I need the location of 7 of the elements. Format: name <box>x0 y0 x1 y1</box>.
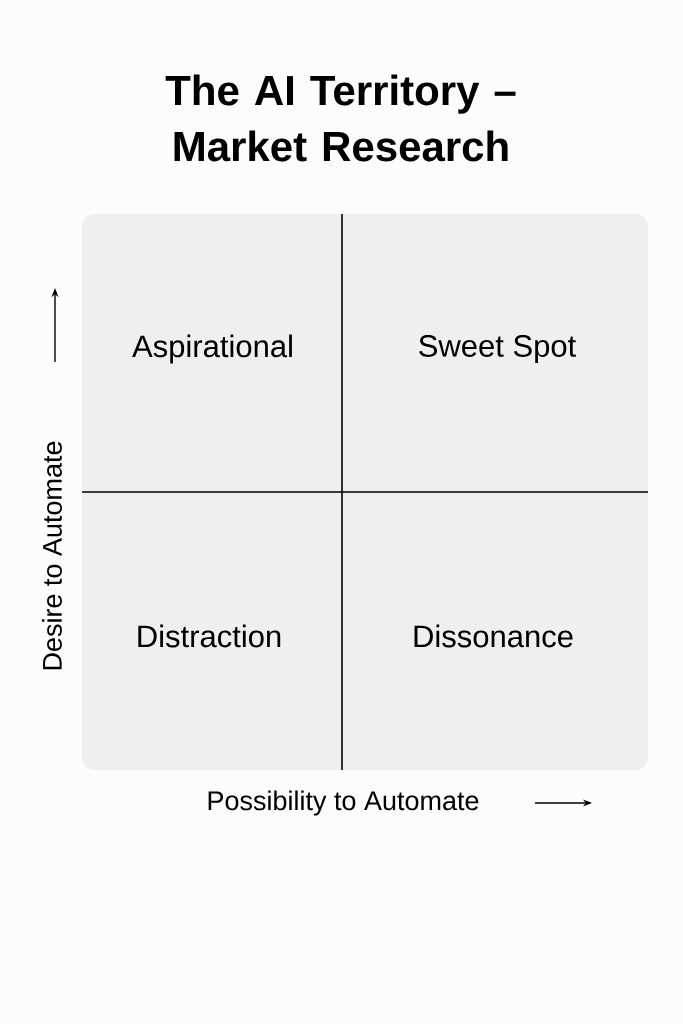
quadrant-label: Distraction <box>138 624 281 648</box>
axis-label: Possibility to Automate <box>208 790 479 816</box>
axis-label: Desire to Automate <box>42 441 62 670</box>
quadrant-label: Dissonance <box>414 624 573 648</box>
quadrant-label: Sweet Spot <box>419 334 576 364</box>
quadrant-label: Aspirational <box>132 334 292 364</box>
title: The AI Territory – Market Research <box>165 74 516 162</box>
